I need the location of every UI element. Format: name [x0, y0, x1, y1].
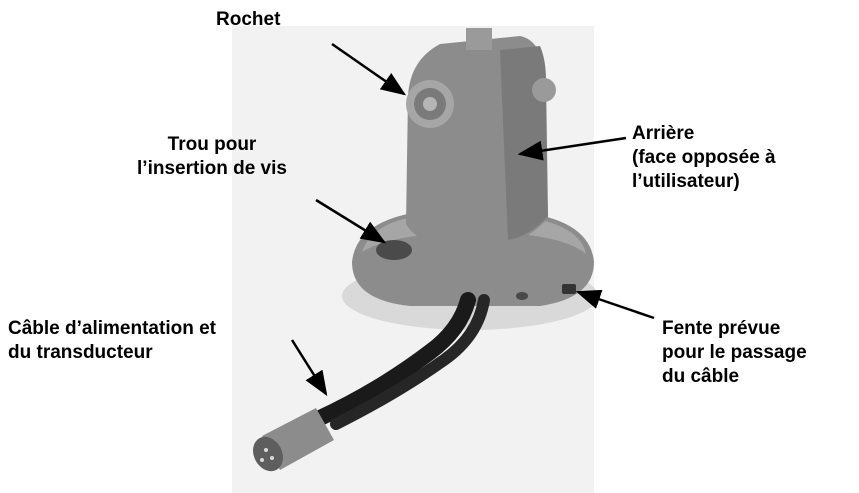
slot-label-line: du câble	[662, 366, 740, 387]
screw-hole-label: Trou pour l’insertion de vis	[112, 133, 312, 181]
power-cable	[312, 292, 476, 426]
back-label-line: l’utilisateur)	[632, 171, 740, 192]
connector-pin	[270, 456, 274, 460]
connector-face	[253, 436, 283, 472]
screw-hole	[376, 240, 412, 260]
cable-slot	[562, 284, 576, 294]
cable-label-line: du transducteur	[8, 342, 153, 363]
rear-screw-hole	[516, 292, 528, 300]
ratchet-label-line: Rochet	[216, 9, 281, 30]
ratchet-arrow	[331, 42, 407, 96]
connector-pin	[264, 448, 268, 452]
screw-hole-label-line: l’insertion de vis	[137, 158, 287, 179]
slot-arrow	[575, 289, 655, 320]
cable-arrow	[290, 339, 328, 397]
power-cable-2	[330, 294, 490, 430]
back-label-line: (face opposée à	[632, 147, 776, 168]
cable-label: Câble d’alimentation et du transducteur	[8, 317, 216, 365]
ratchet-gear-right	[532, 78, 556, 102]
ratchet-hub	[423, 97, 437, 111]
ratchet-label: Rochet	[216, 8, 280, 32]
slot-label-line: pour le passage	[662, 342, 807, 363]
back-label-line: Arrière	[632, 123, 695, 144]
slot-label: Fente prévue pour le passage du câble	[662, 317, 807, 389]
screw-hole-arrow	[315, 198, 387, 244]
cable-label-line: Câble d’alimentation et	[8, 318, 216, 339]
back-label: Arrière (face opposée à l’utilisateur)	[632, 122, 776, 194]
slot-label-line: Fente prévue	[662, 318, 781, 339]
screw-hole-label-line: Trou pour	[167, 134, 257, 155]
top-tab	[466, 28, 492, 50]
back-arrow	[517, 136, 627, 161]
connector-pin	[260, 458, 264, 462]
